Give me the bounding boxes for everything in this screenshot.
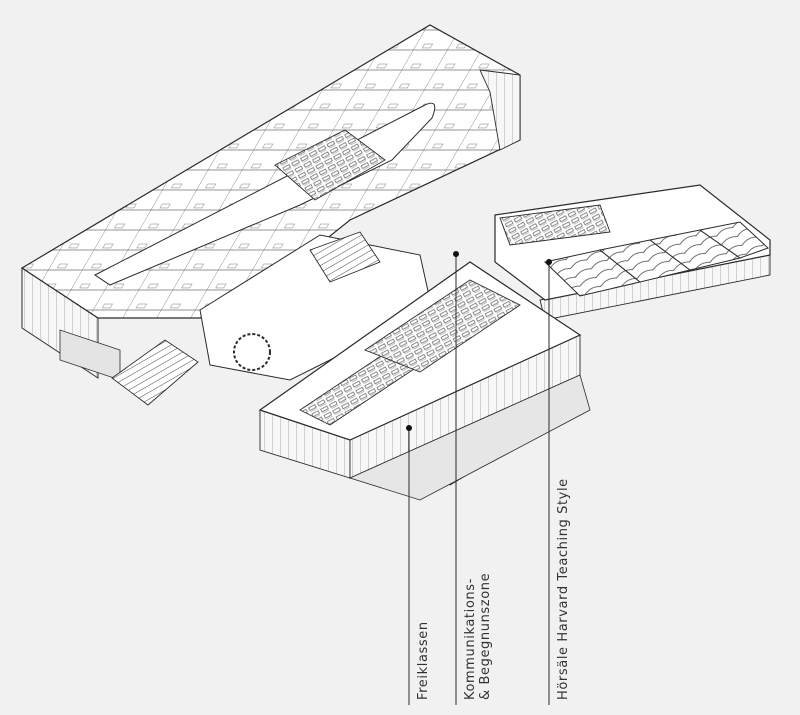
classroom-row-2 [364,279,521,373]
label-kommunikation: Kommunikations- & Begegnunszone [463,573,493,700]
seating-circle-1 [233,333,271,371]
south-block [258,261,591,501]
west-wing-east-facade [479,69,521,151]
label-kommunikation-line-1: Kommunikations- [463,578,478,700]
label-hoersaele: Hörsäle Harvard Teaching Style [556,478,571,700]
east-wing [494,184,771,321]
west-wing [20,24,521,381]
label-kommunikation-line-2: & Begegnunszone [478,572,493,700]
callout-dot-kommunikation [453,251,459,257]
label-freiklassen: Freiklassen [416,621,431,700]
central-courtyard [274,129,386,201]
east-wing-seminar-rooms [499,204,611,246]
label-freiklassen-line-1: Freiklassen [416,621,431,700]
label-hoersaele-line-1: Hörsäle Harvard Teaching Style [556,478,571,700]
callout-dot-hoersaele [546,259,552,265]
callout-dot-freiklassen [406,425,412,431]
west-wing-floor [20,24,521,319]
callout-lines [406,251,552,705]
grand-staircase [309,231,381,283]
lower-level-slab [348,374,591,501]
exterior-stair [111,339,199,406]
lecture-hall-4 [698,221,769,259]
